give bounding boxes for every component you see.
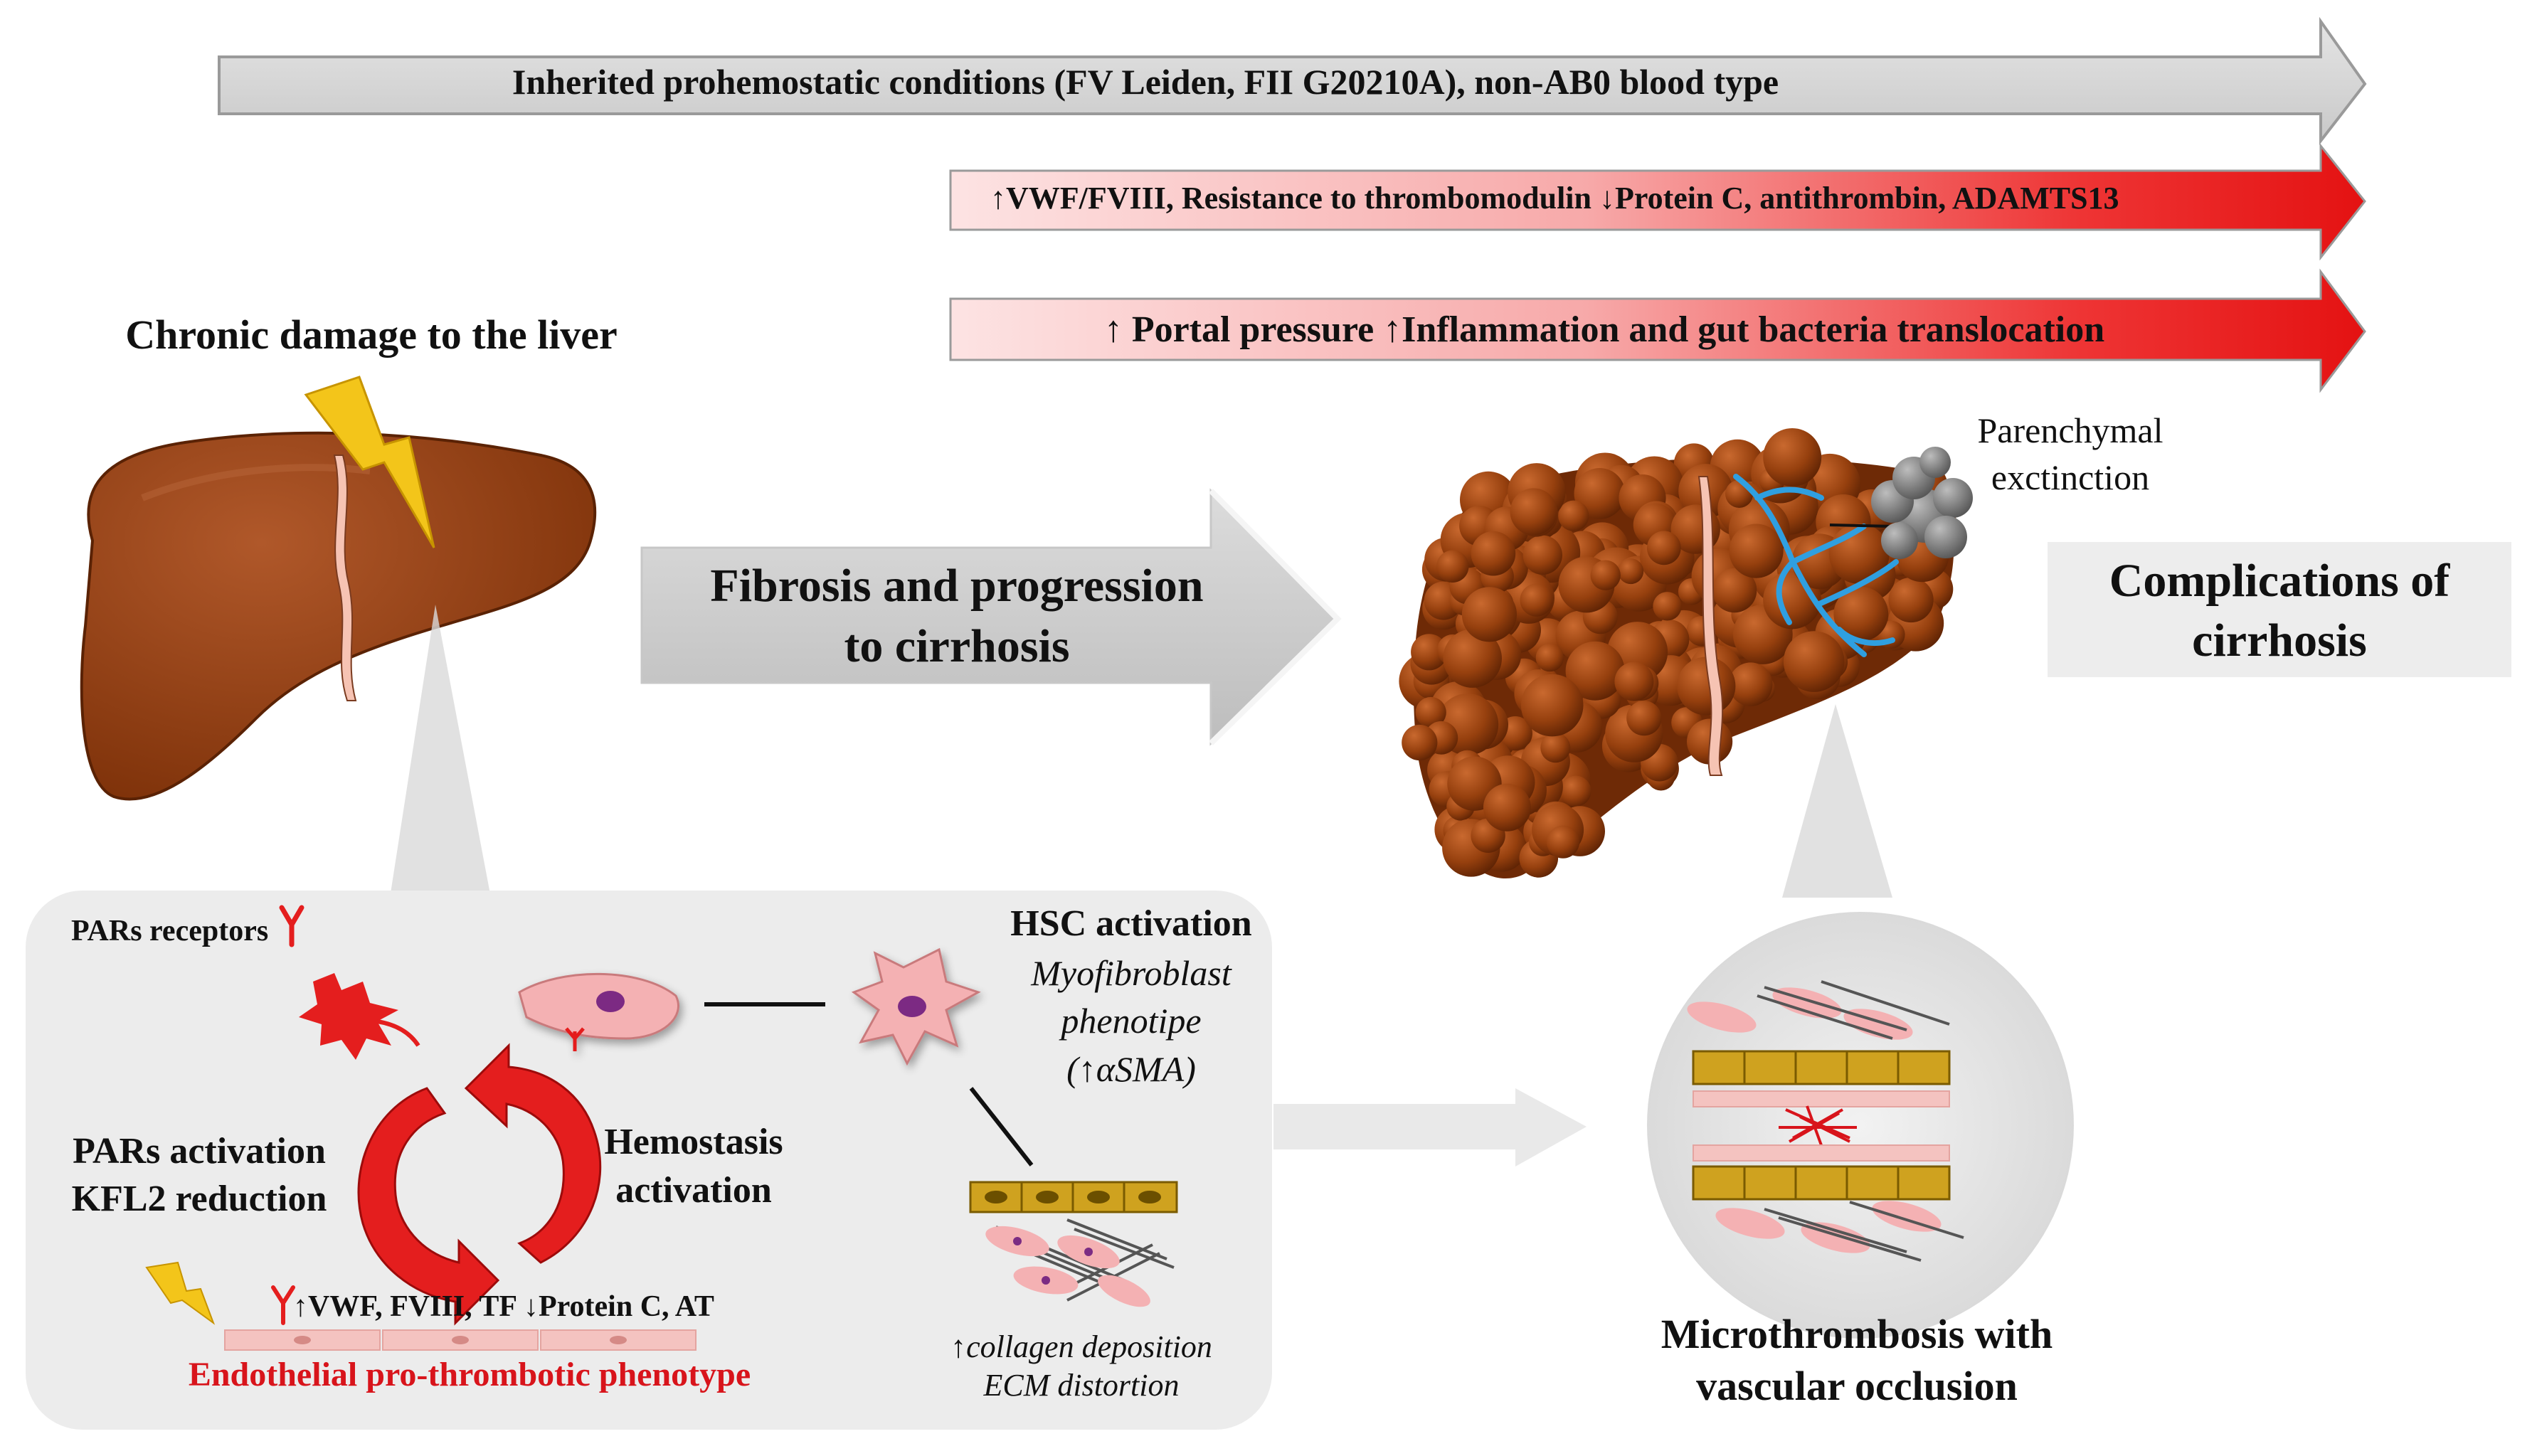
pars-receptors-group: PARs receptors [71,905,304,947]
vessel-wall-bottom [1692,1144,1951,1201]
hemostasis-line1: Hemostasis [604,1122,783,1162]
liver-nodule [1522,535,1562,575]
inherited-label: Inherited prohemostatic conditions (FV L… [512,62,1779,102]
hsc-title: HSC activation [1010,903,1252,944]
fibrosis-line1: Fibrosis and progression [710,560,1203,612]
microthrombus-icon [1779,1105,1857,1146]
lightning-icon [304,376,435,548]
microthrombosis-circle [1647,912,2074,1339]
liver-nodule [1535,643,1564,672]
endothelial-phenotype-label: Endothelial pro-thrombotic phenotype [189,1356,751,1393]
fibrotic-cells-top [1687,980,1950,1040]
liver-nodule [1560,775,1591,807]
liver-nodule [1646,531,1681,565]
parenchymal-line1: Parenchymal [1977,410,2163,450]
vwf-label: ↑VWF/FVIII, Resistance to thrombomodulin… [990,181,2119,216]
liver-nodule [1443,629,1502,688]
factors-label: ↑VWF, FVIII, TF ↓Protein C, AT [293,1290,714,1323]
myofibroblast-cells [985,1226,1150,1307]
arrow-inherited: Inherited prohemostatic conditions (FV L… [218,16,2367,145]
activated-hsc-icon [851,947,981,1066]
liver-nodule [1618,558,1644,585]
receptor-small-icon [271,1285,295,1325]
myo-line2: phenotipe [1059,1001,1201,1041]
liver-nodule [1415,696,1446,728]
complications-box: Complications of cirrhosis [2048,542,2511,677]
cirrhotic-liver [1399,428,1958,879]
zoom-cone-right [1782,704,1892,898]
liver-nodule [1614,661,1654,701]
liver-nodule [1888,577,1934,623]
liver-nodule [1461,587,1517,642]
complications-line1: Complications of [2109,555,2451,607]
liver-nodule [1712,568,1757,613]
myo-line1: Myofibroblast [1030,953,1232,993]
liver-nodule [1402,724,1438,761]
chronic-damage-title: Chronic damage to the liver [125,312,618,358]
zoom-cone-left [390,605,491,898]
small-lightning-icon [145,1261,216,1325]
liver-nodule [1729,524,1784,578]
falciform-ligament [333,455,357,701]
liver-nodule [1520,674,1584,737]
liver-nodule [1471,531,1516,576]
liver-nodule [1546,825,1580,859]
pars-activation-line1: PARs activation [73,1131,326,1171]
liver-nodule [1653,592,1682,621]
micro-line1: Microthrombosis with [1661,1311,2053,1357]
fibrosis-arrow: Fibrosis and progression to cirrhosis [640,488,1342,746]
arrow-vwf: ↑VWF/FVIII, Resistance to thrombomodulin… [949,142,2366,261]
cirrhotic-ligament [1697,476,1724,776]
liver-nodule [1540,733,1571,763]
vessel-wall-top [1692,1050,1951,1107]
blood-vessels [1733,474,1899,657]
liver-nodule [1411,634,1448,671]
pars-receptors-label: PARs receptors [71,915,268,947]
liver-nodule [1436,550,1469,583]
liver-nodule [1763,428,1822,487]
parenchymal-extinction-cluster [1871,447,1973,559]
pars-activation-line2: KFL2 reduction [72,1179,327,1219]
complications-line2: cirrhosis [2192,615,2367,666]
liver-nodule [1510,488,1557,536]
fibrosis-line2: to cirrhosis [844,620,1069,672]
fibrotic-cells-bottom [1715,1201,1964,1262]
portal-label: ↑ Portal pressure ↑Inflammation and gut … [1104,309,2104,350]
liver-nodule [1558,500,1589,531]
quiescent-hsc-icon [518,972,679,1051]
healthy-liver [80,431,597,801]
activated-platelet-icon [299,973,420,1060]
ecm-cells [969,1181,1178,1213]
arrow-portal: ↑ Portal pressure ↑Inflammation and gut … [949,268,2366,393]
vessel-pointer [1829,524,1893,528]
connector-diagonal [969,1087,1034,1167]
endothelial-layer [224,1329,697,1351]
ecm-label: ECM distortion [983,1368,1179,1403]
liver-nodule [1483,783,1531,831]
collagen-label: ↑collagen deposition [950,1329,1212,1364]
liver-nodule [1565,641,1625,701]
liver-nodule [1574,468,1626,519]
liver-nodule [1833,586,1889,642]
cycle-arrows-icon [357,1043,602,1326]
liver-nodule [1590,560,1621,590]
myo-line3: (↑αSMA) [1066,1049,1196,1089]
micro-line2: vascular occlusion [1696,1363,2018,1409]
liver-nodule [1520,583,1553,617]
hemostasis-line2: activation [615,1170,772,1211]
receptor-icon [279,905,304,947]
liver-nodule [1626,701,1662,736]
parenchymal-line2: exctinction [1991,457,2149,497]
liver-nodule [1783,631,1845,692]
transition-arrow [1273,1088,1587,1167]
liver-nodule [1729,662,1773,706]
